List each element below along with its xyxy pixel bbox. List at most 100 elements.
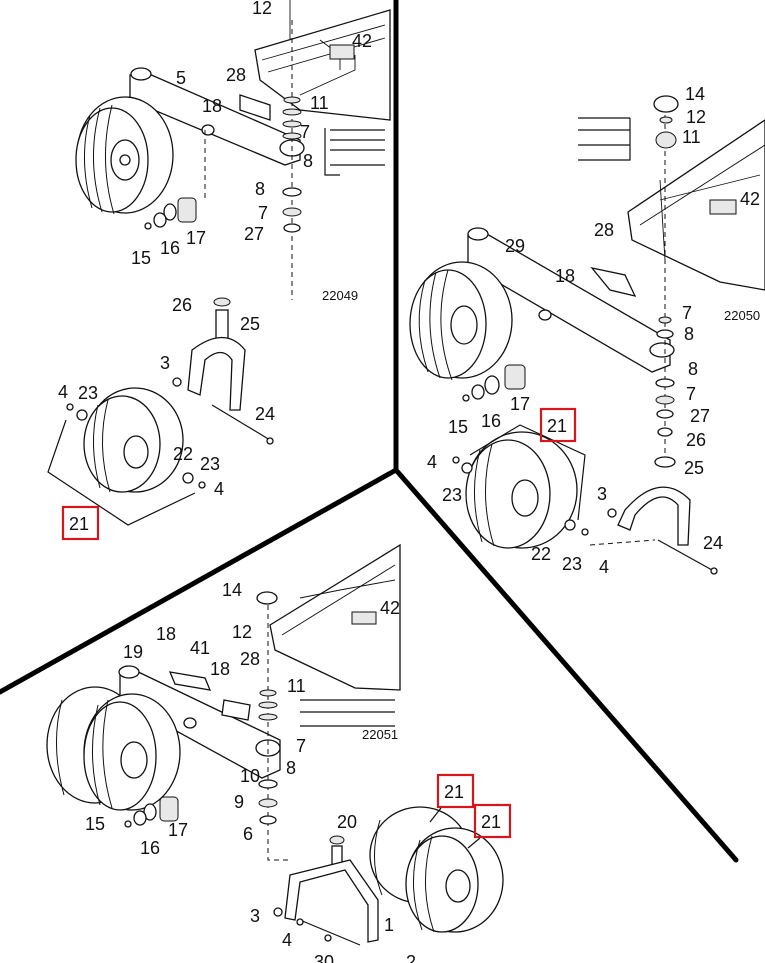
mower-deck-right <box>627 119 765 291</box>
label-26: 26 <box>172 295 192 315</box>
callout-box-21 <box>539 407 577 443</box>
label-4: 4 <box>58 382 68 402</box>
label-22: 22 <box>173 444 193 464</box>
figure-number-22051: 22051 <box>362 727 398 742</box>
caster-fork-bottom <box>273 835 379 946</box>
label-11: 11 <box>682 127 701 147</box>
label-17: 17 <box>168 820 188 840</box>
hardware-stack-top-left <box>144 20 385 300</box>
label-3: 3 <box>597 484 607 504</box>
label-30: 30 <box>314 952 334 963</box>
caster-tire-top-left-lower <box>47 387 206 526</box>
label-10: 10 <box>240 766 260 786</box>
label-2: 2 <box>406 952 416 963</box>
label-14: 14 <box>685 84 705 104</box>
label-8: 8 <box>303 151 313 171</box>
label-25: 25 <box>240 314 260 334</box>
label-28: 28 <box>226 65 246 85</box>
caster-arm-top-left <box>129 67 305 166</box>
label-23b: 23 <box>200 454 220 474</box>
label-21a: 21 <box>444 782 464 802</box>
caster-tire-right-lower <box>452 424 589 549</box>
label-28: 28 <box>240 649 260 669</box>
label-3: 3 <box>250 906 260 926</box>
label-21: 21 <box>69 514 89 534</box>
label-28: 28 <box>594 220 614 240</box>
label-42: 42 <box>740 189 760 209</box>
caster-tire-right <box>409 261 513 381</box>
label-23: 23 <box>78 383 98 403</box>
figure-number-22049: 22049 <box>322 288 358 303</box>
label-22: 22 <box>531 544 551 564</box>
label-27: 27 <box>244 224 264 244</box>
label-26: 26 <box>686 430 706 450</box>
label-24: 24 <box>703 533 723 553</box>
mower-deck-top-left <box>254 0 391 121</box>
label-20: 20 <box>337 812 357 832</box>
label-4: 4 <box>427 452 437 472</box>
label-4b: 4 <box>599 557 609 577</box>
dual-tires-bottom-right <box>369 806 504 933</box>
label-1: 1 <box>384 915 394 935</box>
callout-box-21a <box>436 773 475 809</box>
label-25: 25 <box>684 458 704 478</box>
label-18: 18 <box>156 624 176 644</box>
label-7b: 7 <box>686 384 696 404</box>
dual-tires-bottom-left <box>46 686 181 811</box>
figure-bottom: 14 12 42 18 41 19 18 28 11 7 8 10 9 6 15… <box>46 543 512 963</box>
label-15: 15 <box>85 814 105 834</box>
label-11: 11 <box>310 93 329 113</box>
label-18: 18 <box>555 266 575 286</box>
labels-right: 14 12 11 42 29 28 18 7 8 8 7 27 26 25 15… <box>427 84 760 577</box>
caster-tire-top-left <box>75 96 174 215</box>
panel-dividers <box>0 0 739 863</box>
label-7: 7 <box>300 122 310 142</box>
mower-deck-bottom <box>269 543 401 727</box>
label-29: 29 <box>505 236 525 256</box>
label-17: 17 <box>186 228 206 248</box>
label-7b: 7 <box>258 203 268 223</box>
label-14: 14 <box>222 580 242 600</box>
label-7: 7 <box>296 736 306 756</box>
label-41: 41 <box>190 638 210 658</box>
figure-right: 14 12 11 42 29 28 18 7 8 8 7 27 26 25 15… <box>409 84 765 577</box>
label-3: 3 <box>160 353 170 373</box>
label-18: 18 <box>202 96 222 116</box>
caster-fork-top-left <box>172 297 274 445</box>
label-24: 24 <box>255 404 275 424</box>
label-11: 11 <box>287 676 306 696</box>
labels-bottom: 14 12 42 18 41 19 18 28 11 7 8 10 9 6 15… <box>85 580 512 963</box>
label-23b: 23 <box>562 554 582 574</box>
label-42: 42 <box>380 598 400 618</box>
label-21b: 21 <box>481 812 501 832</box>
label-5: 5 <box>176 68 186 88</box>
hardware-stack-bottom <box>124 591 290 861</box>
label-27: 27 <box>690 406 710 426</box>
label-7: 7 <box>682 303 692 323</box>
label-8: 8 <box>684 324 694 344</box>
callout-box-21 <box>61 505 100 541</box>
label-21: 21 <box>547 416 567 436</box>
label-15: 15 <box>448 417 468 437</box>
label-16: 16 <box>160 238 180 258</box>
label-9: 9 <box>234 792 244 812</box>
label-17: 17 <box>510 394 530 414</box>
label-23: 23 <box>442 485 462 505</box>
label-4b: 4 <box>214 479 224 499</box>
label-16: 16 <box>140 838 160 858</box>
figure-top-left: 12 42 5 28 18 11 7 8 8 7 27 15 16 17 26 … <box>47 0 391 541</box>
label-6: 6 <box>243 824 253 844</box>
label-12: 12 <box>252 0 272 18</box>
label-12: 12 <box>232 622 252 642</box>
label-12: 12 <box>686 107 706 127</box>
figure-number-22050: 22050 <box>724 308 760 323</box>
label-16: 16 <box>481 411 501 431</box>
callout-box-21b <box>473 803 512 839</box>
label-4: 4 <box>282 930 292 950</box>
label-8: 8 <box>286 758 296 778</box>
label-8b: 8 <box>255 179 265 199</box>
label-8b: 8 <box>688 359 698 379</box>
label-18b: 18 <box>210 659 230 679</box>
caster-arm-right <box>467 227 675 373</box>
